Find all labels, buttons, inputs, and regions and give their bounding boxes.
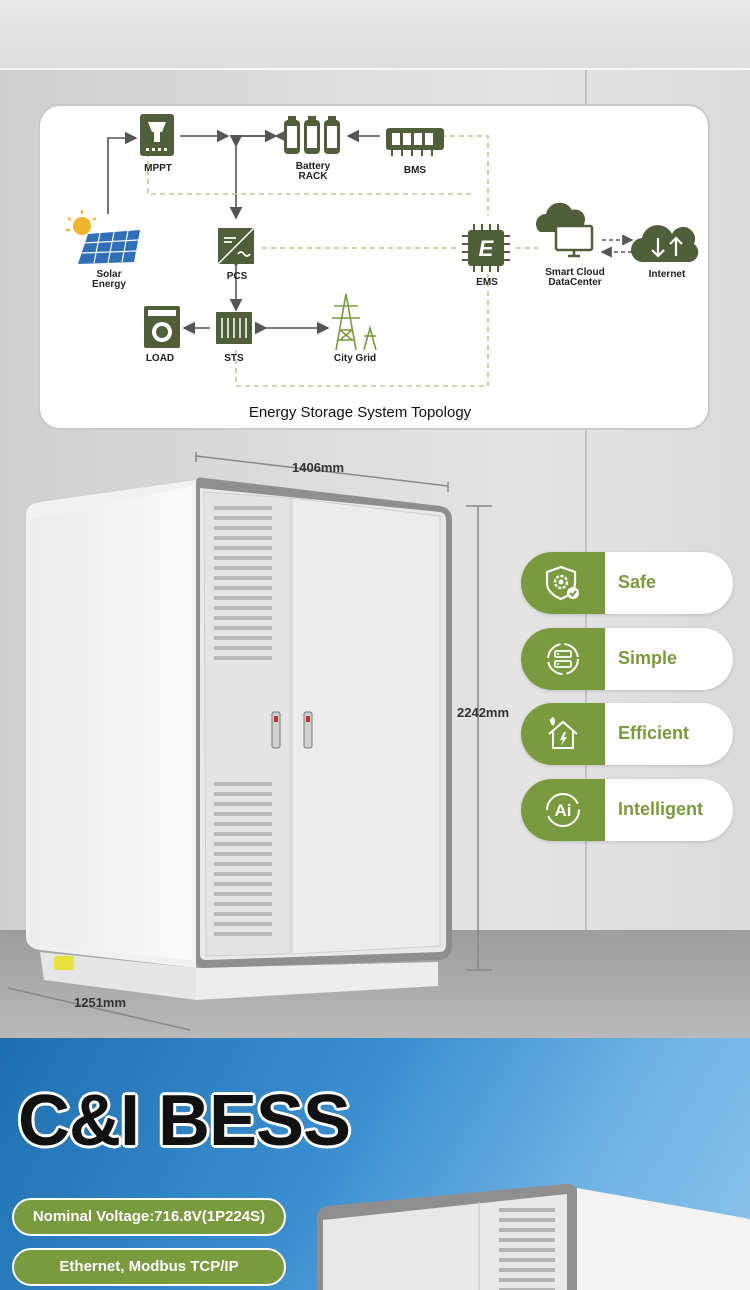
product-banner: C&I BESS Nominal Voltage:716.8V(1P224S) … [0, 1038, 750, 1290]
right-door [291, 497, 441, 955]
sts-label: STS [224, 353, 244, 364]
mppt-label: MPPT [144, 163, 172, 174]
bms-label: BMS [403, 165, 427, 176]
feature-intelligent: Ai Intelligent [521, 779, 733, 841]
topology-card: E [38, 104, 710, 430]
sts-ems-dashed [235, 274, 489, 387]
feature-intelligent-label: Intelligent [618, 799, 703, 819]
pcs-icon [217, 227, 255, 265]
solar-energy-label: Solar Energy [92, 269, 126, 290]
shield-gear-icon [545, 565, 579, 601]
solar-energy-icon [66, 210, 140, 264]
feature-safe-label: Safe [618, 572, 657, 592]
door-handles [271, 711, 313, 749]
bess-cabinet-illustration [7, 452, 492, 1031]
banner-title: C&I BESS [18, 1081, 351, 1161]
server-cycle-icon [547, 643, 579, 675]
ems-icon: E [462, 224, 510, 272]
bms-icon [386, 128, 444, 156]
internet-label: Internet [648, 269, 686, 280]
smart-cloud-icon [536, 202, 594, 258]
battery-rack-icon [284, 116, 340, 154]
forklift-slot-marker [54, 956, 74, 970]
city-grid-label: City Grid [333, 353, 377, 364]
lower-vent [214, 782, 272, 936]
depth-dimension-line [7, 987, 191, 1031]
topology-diagram: E [66, 114, 699, 387]
eco-house-icon [548, 717, 578, 749]
pcs-label: PCS [226, 271, 248, 282]
sts-icon [216, 312, 252, 344]
topology-title: Energy Storage System Topology [248, 404, 472, 421]
smart-cloud-label: Smart Cloud DataCenter [545, 267, 605, 288]
width-dimension-line [195, 455, 449, 487]
spec-communication: Ethernet, Modbus TCP/IP [12, 1248, 286, 1286]
feature-simple-label: Simple [618, 648, 678, 668]
battery-rack-label: Battery RACK [295, 161, 331, 182]
feature-safe: Safe [521, 552, 733, 614]
solar-to-mppt-arrow [107, 131, 138, 214]
ai-icon: Ai [546, 793, 580, 827]
depth-dimension-label: 1251mm [74, 995, 127, 1010]
upper-vent [214, 506, 272, 660]
feature-efficient-label: Efficient [618, 723, 690, 743]
svg-text:Ai: Ai [555, 801, 572, 820]
svg-text:E: E [479, 236, 495, 261]
mppt-ems-dashed [147, 152, 472, 195]
wall-corner [585, 70, 587, 930]
load-icon [144, 306, 180, 348]
bms-ems-dashed [432, 135, 489, 216]
banner-cabinet-image [317, 1183, 750, 1290]
mppt-icon [140, 114, 174, 156]
feature-efficient: Efficient [521, 703, 733, 765]
load-label: LOAD [145, 353, 175, 364]
feature-simple: Simple [521, 628, 733, 690]
width-dimension-label: 1406mm [292, 460, 345, 475]
spec-nominal-voltage: Nominal Voltage:716.8V(1P224S) [12, 1198, 286, 1236]
ems-label: EMS [476, 277, 498, 288]
internet-icon [630, 225, 699, 263]
height-dimension-label: 2242mm [457, 705, 510, 720]
city-grid-icon [332, 293, 377, 351]
top-strip [0, 0, 750, 70]
